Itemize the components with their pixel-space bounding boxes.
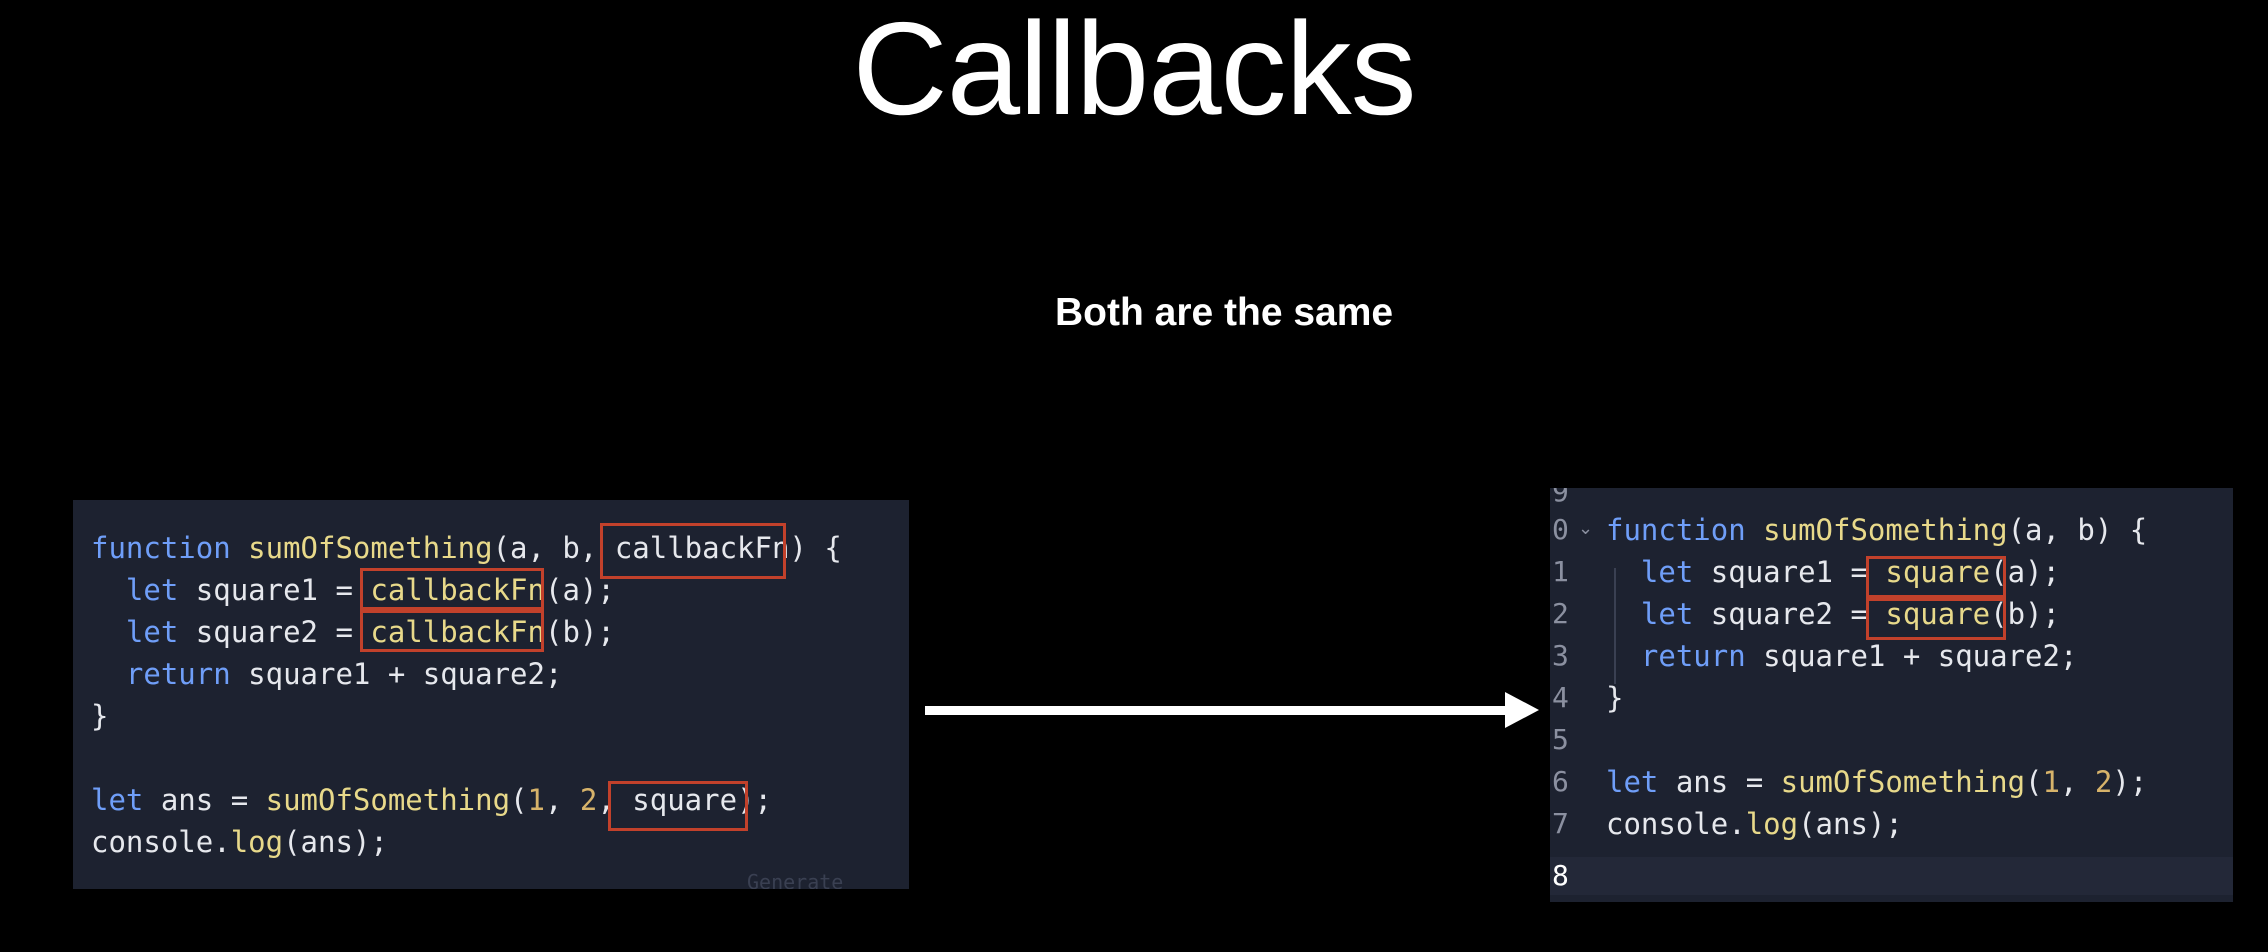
left-code-panel: function sumOfSomething(a, b, callbackFn… — [73, 500, 909, 889]
code-text: square2 = — [178, 615, 371, 649]
code-text: ); — [2112, 765, 2148, 799]
function-call: square — [1885, 555, 1991, 589]
function-name: sumOfSomething — [248, 531, 493, 565]
highlight-box-callback-call-1 — [360, 568, 544, 610]
code-line-3: let square2 = callbackFn(b); — [91, 612, 615, 652]
indent — [91, 657, 126, 691]
keyword: let — [125, 615, 179, 649]
line-number: 5 — [1552, 723, 1569, 756]
line-number: 7 — [1552, 807, 1569, 840]
code-line-1: function sumOfSomething(a, b, callbackFn… — [91, 528, 842, 568]
line-number: 9 — [1552, 488, 1569, 508]
code-line-3: let square2 = square(b); — [1606, 594, 2060, 634]
generate-hint: Generate — [747, 870, 844, 889]
code-line-5: } — [91, 699, 109, 733]
arrow-right-icon — [1505, 692, 1539, 728]
code-line-8: console.log(ans); — [1606, 804, 1903, 844]
code-text: ) { — [789, 531, 842, 565]
code-line-2: let square1 = square(a); — [1606, 552, 2060, 592]
function-call: sumOfSomething — [265, 783, 511, 817]
code-text: (b); — [1990, 597, 2060, 631]
function-name: sumOfSomething — [1763, 513, 2008, 547]
slide-subtitle: Both are the same — [1055, 291, 1394, 334]
keyword: function — [91, 531, 231, 565]
indent — [91, 615, 126, 649]
arrow-shaft — [925, 706, 1510, 715]
code-text: ans = — [1658, 765, 1781, 799]
number-literal: 1 — [2042, 765, 2060, 799]
keyword: let — [91, 783, 144, 817]
code-text: , — [544, 783, 580, 817]
function-call: sumOfSomething — [1780, 765, 2026, 799]
indent — [1606, 597, 1641, 631]
callback-param: callbackFn — [614, 531, 790, 565]
function-call: callbackFn — [370, 615, 545, 649]
indent-guide — [1614, 568, 1616, 684]
slide-title: Callbacks — [852, 0, 1416, 142]
function-call: square — [1885, 597, 1991, 631]
number-literal: 1 — [527, 783, 545, 817]
line-number: 1 — [1552, 555, 1569, 588]
code-line-7: let ans = sumOfSomething(1, 2); — [1606, 762, 2147, 802]
keyword: return — [125, 657, 231, 691]
highlight-box-callback-call-2 — [360, 610, 544, 652]
keyword: return — [1640, 639, 1746, 673]
code-line-8: console.log(ans); — [91, 822, 388, 862]
code-line-4: return square1 + square2; — [91, 654, 563, 694]
code-line-4: return square1 + square2; — [1606, 636, 2078, 676]
code-text: square1 = — [178, 573, 371, 607]
highlight-box-square-call-2 — [1866, 598, 2006, 640]
number-literal: 2 — [2094, 765, 2113, 799]
code-text: square1 = — [1693, 555, 1886, 589]
active-line-highlight — [1550, 857, 2233, 895]
code-text: ( — [510, 783, 528, 817]
code-text: , — [2059, 765, 2095, 799]
code-line-1: function sumOfSomething(a, b) { — [1606, 510, 2147, 550]
line-number: 6 — [1552, 765, 1569, 798]
code-text: ans = — [143, 783, 266, 817]
code-line-5: } — [1606, 681, 1624, 715]
function-call: log — [1745, 807, 1799, 841]
line-number-active: 8 — [1552, 859, 1569, 892]
code-text: ); — [737, 783, 772, 817]
code-text: (ans); — [1798, 807, 1903, 841]
line-number: 4 — [1552, 681, 1569, 714]
code-text: console. — [1606, 807, 1746, 841]
keyword: let — [1640, 597, 1694, 631]
code-text: (b); — [544, 615, 615, 649]
keyword: let — [1606, 765, 1659, 799]
keyword: let — [1640, 555, 1694, 589]
line-number: 0 — [1552, 513, 1569, 546]
keyword: function — [1606, 513, 1746, 547]
highlight-box-callback-param — [600, 523, 786, 579]
right-code-panel: 9 0 ⌄ 1 2 3 4 5 6 7 8 function sumOfSome… — [1550, 488, 2233, 902]
highlight-box-square-call-1 — [1866, 556, 2006, 598]
code-text: (a, b) { — [2007, 513, 2148, 547]
code-line-7: let ans = sumOfSomething(1, 2, square); — [91, 780, 772, 820]
code-text: (a, b, — [492, 531, 615, 565]
fold-chevron-icon[interactable]: ⌄ — [1578, 518, 1594, 539]
line-number: 3 — [1552, 639, 1569, 672]
indent — [1606, 555, 1641, 589]
code-text: square1 + square2; — [1745, 639, 2078, 673]
code-text: square2 = — [1693, 597, 1886, 631]
keyword: let — [125, 573, 179, 607]
number-literal: 2 — [579, 783, 598, 817]
function-call: callbackFn — [370, 573, 545, 607]
line-number: 2 — [1552, 597, 1569, 630]
highlight-box-square-arg — [608, 781, 748, 831]
indent — [91, 573, 126, 607]
code-text: ( — [2025, 765, 2043, 799]
code-text: (ans); — [283, 825, 388, 859]
code-text: console. — [91, 825, 231, 859]
function-call: log — [230, 825, 284, 859]
indent — [1606, 639, 1641, 673]
code-line-2: let square1 = callbackFn(a); — [91, 570, 615, 610]
callback-argument: square — [632, 783, 738, 817]
code-text: square1 + square2; — [230, 657, 563, 691]
code-text: (a); — [1990, 555, 2060, 589]
